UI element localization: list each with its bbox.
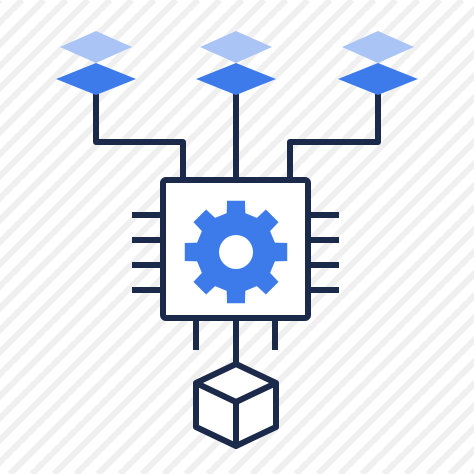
left-connector-line	[93, 94, 186, 180]
watermark-stripe	[381, 379, 474, 474]
gear-icon	[184, 200, 288, 304]
layer-top-light	[342, 31, 414, 63]
watermark-stripe	[0, 0, 267, 269]
layer-top-light	[60, 31, 132, 63]
gear-shape	[184, 200, 288, 304]
layers-icon	[338, 31, 418, 95]
connector-lines	[93, 94, 381, 378]
watermark-stripe	[359, 357, 474, 474]
watermark-stripe	[0, 0, 245, 247]
watermark-stripe	[271, 269, 474, 474]
layer-top-light	[200, 31, 272, 63]
watermark-stripe	[0, 0, 135, 137]
right-connector-line	[287, 94, 381, 180]
layers-icon	[196, 31, 276, 95]
watermark-stripe	[0, 0, 91, 93]
layer-bottom-dark	[338, 63, 418, 95]
layer-bottom-dark	[196, 63, 276, 95]
layer-bottom-dark	[56, 63, 136, 95]
watermark-stripe	[249, 247, 474, 474]
watermark-stripe	[293, 291, 474, 474]
watermark-stripe	[205, 203, 474, 474]
watermark-stripe	[0, 0, 113, 115]
layers-icon	[56, 31, 136, 95]
cube-icon	[193, 361, 279, 449]
watermark-stripe	[315, 313, 474, 474]
watermark-stripe	[0, 0, 223, 225]
watermark-stripe	[227, 225, 474, 474]
watermark-stripe	[337, 335, 474, 474]
chip-pins	[132, 212, 339, 350]
